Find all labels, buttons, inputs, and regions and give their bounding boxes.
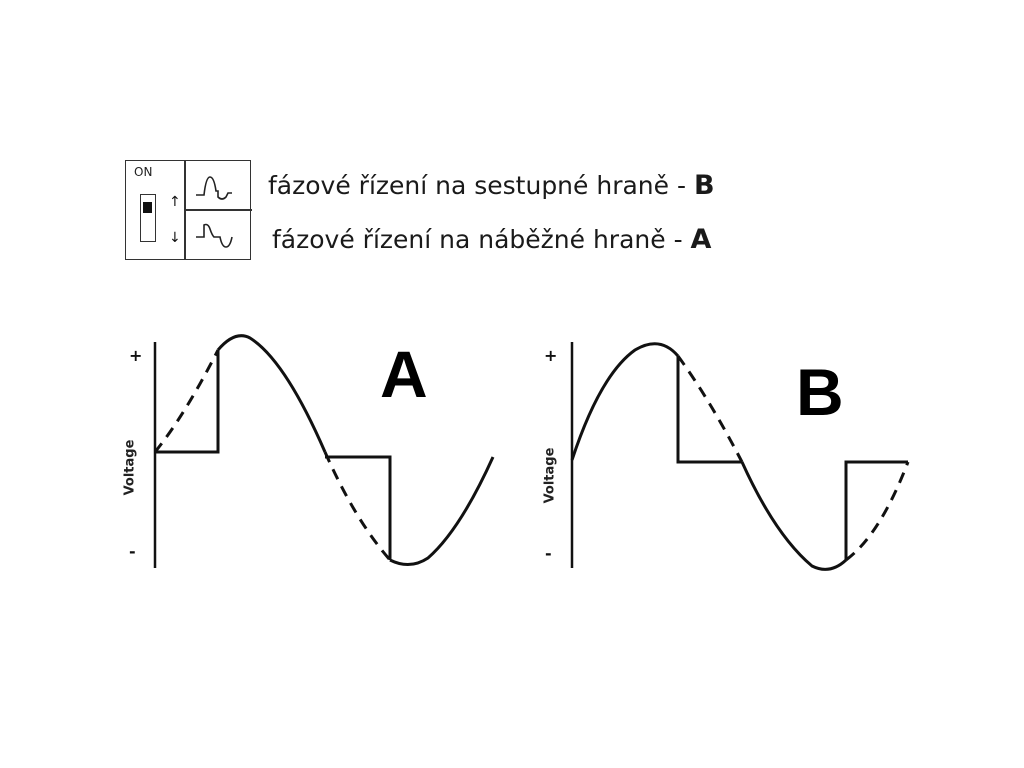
legend-trailing-edge: fázové řízení na sestupné hraně - B [268, 170, 715, 201]
sine-dashed-segment-b2 [845, 461, 910, 562]
output-step-a2 [325, 455, 392, 560]
sine-solid-segment-b1 [570, 342, 680, 461]
legend-leading-edge-letter: A [690, 224, 712, 255]
tick-minus-b: - [545, 544, 552, 563]
plot-letter-b: B [796, 355, 844, 429]
waveform-plot-a: + - Voltage A [110, 320, 510, 580]
waveform-a-graphic [153, 334, 495, 568]
leading-edge-wave-icon [196, 223, 233, 248]
sine-dashed-segment-a2 [323, 451, 392, 561]
tick-plus-a: + [129, 346, 143, 365]
arrow-down-icon: ↓ [169, 230, 181, 246]
tick-plus-b: + [544, 346, 558, 365]
sine-solid-segment-a2 [389, 456, 495, 566]
sine-solid-segment-a1 [216, 334, 327, 453]
switch-knob [143, 202, 152, 213]
switch-slider-icon [140, 194, 156, 242]
legend-trailing-edge-text: fázové řízení na sestupné hraně - [268, 171, 694, 200]
voltage-axis-label-a: Voltage [122, 439, 138, 496]
sine-dashed-segment-a1 [153, 349, 220, 453]
arrow-up-icon: ↑ [169, 194, 181, 210]
voltage-axis-label-b: Voltage [542, 447, 558, 504]
switch-on-label: ON [134, 165, 153, 179]
plot-letter-a: A [380, 337, 428, 411]
switch-divider-horizontal [184, 209, 252, 211]
waveform-plot-b: + - Voltage B [530, 320, 930, 580]
sine-dashed-segment-b1 [676, 355, 744, 463]
legend-trailing-edge-letter: B [693, 170, 715, 201]
output-step-b1 [676, 356, 742, 464]
waveform-b-graphic [570, 342, 910, 571]
legend-leading-edge: fázové řízení na náběžné hraně - A [272, 224, 711, 255]
output-step-a1 [155, 350, 220, 454]
dip-switch-diagram: ON ↑ ↓ [125, 160, 252, 260]
legend-leading-edge-text: fázové řízení na náběžné hraně - [272, 225, 691, 254]
tick-minus-a: - [129, 542, 136, 561]
output-step-b2 [844, 460, 908, 560]
trailing-edge-wave-icon [196, 176, 232, 200]
sine-solid-segment-b2 [740, 461, 848, 571]
